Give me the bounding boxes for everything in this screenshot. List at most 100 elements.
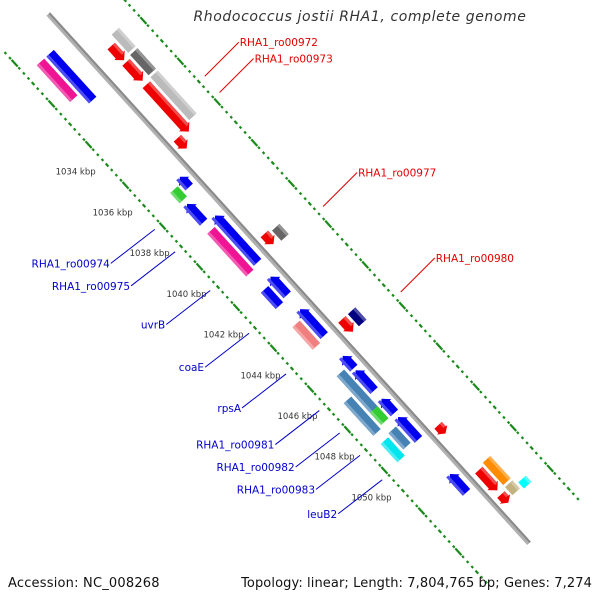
gene-body[interactable] <box>338 316 354 332</box>
label-leader-line <box>219 58 254 93</box>
gene-feature[interactable] <box>518 475 532 489</box>
tick-mark-forward <box>229 115 233 119</box>
gene-feature[interactable] <box>176 176 193 191</box>
gene-label[interactable]: RHA1_ro00974 <box>32 258 111 270</box>
gene-feature[interactable] <box>207 227 254 277</box>
gene-body[interactable] <box>342 355 358 372</box>
gene-body[interactable] <box>299 309 328 339</box>
tick-mark-reverse <box>299 377 303 381</box>
gene-feature[interactable] <box>339 355 358 372</box>
gene-body[interactable] <box>142 81 190 132</box>
gene-feature[interactable] <box>266 276 291 299</box>
gene-feature[interactable] <box>475 466 498 491</box>
gene-label[interactable]: RHA1_ro00977 <box>358 168 436 180</box>
gene-feature[interactable] <box>260 230 275 245</box>
gene-body[interactable] <box>347 307 367 327</box>
gene-feature[interactable] <box>380 437 405 463</box>
tick-mark-forward <box>435 342 444 351</box>
gene-body[interactable] <box>130 48 156 76</box>
gene-feature[interactable] <box>183 203 208 226</box>
tick-mark-forward <box>275 166 280 170</box>
gene-feature[interactable] <box>150 70 197 121</box>
gene-body[interactable] <box>355 370 378 394</box>
gene-body[interactable] <box>207 227 254 277</box>
tick-mark-forward <box>479 390 483 394</box>
gene-body[interactable] <box>270 276 291 299</box>
gene-body[interactable] <box>292 320 321 350</box>
gene-feature[interactable] <box>505 480 520 496</box>
gene-label[interactable]: coaE <box>179 362 204 374</box>
gene-body[interactable] <box>170 186 187 204</box>
gene-feature[interactable] <box>292 320 321 350</box>
gene-feature[interactable] <box>434 421 448 435</box>
gene-feature[interactable] <box>260 286 284 309</box>
gene-feature[interactable] <box>211 215 262 266</box>
gene-feature[interactable] <box>394 417 423 443</box>
gene-label[interactable]: leuB2 <box>307 509 337 521</box>
gene-body[interactable] <box>397 417 423 443</box>
gene-label[interactable]: RHA1_ro00975 <box>52 281 130 293</box>
gene-body[interactable] <box>214 215 262 266</box>
tick-mark-forward <box>261 151 266 155</box>
gene-body[interactable] <box>186 203 208 226</box>
gene-feature[interactable] <box>130 48 156 76</box>
gene-feature[interactable] <box>173 134 188 149</box>
gene-feature[interactable] <box>347 307 367 327</box>
gene-body[interactable] <box>36 58 78 102</box>
gene-body[interactable] <box>272 223 289 241</box>
tick-label: 1040 kbp <box>167 290 207 300</box>
gene-label[interactable]: uvrB <box>141 319 165 331</box>
gene-feature[interactable] <box>351 370 378 394</box>
gene-label[interactable]: RHA1_ro00983 <box>237 484 315 496</box>
tick-mark-reverse <box>193 259 197 264</box>
gene-highlight <box>480 466 498 485</box>
gene-feature[interactable] <box>272 223 289 241</box>
tick-mark-forward <box>571 492 575 496</box>
gene-body[interactable] <box>111 27 136 53</box>
gene-label[interactable]: rpsA <box>217 403 241 415</box>
gene-body[interactable] <box>505 480 520 496</box>
gene-feature[interactable] <box>111 27 136 53</box>
gene-body[interactable] <box>482 456 511 486</box>
gene-feature[interactable] <box>446 474 471 496</box>
gene-body[interactable] <box>46 49 97 104</box>
gene-body[interactable] <box>150 70 197 121</box>
gene-label[interactable]: RHA1_ro00981 <box>196 440 274 452</box>
gene-label[interactable]: RHA1_ro00982 <box>216 462 294 474</box>
gene-body[interactable] <box>380 437 405 463</box>
gene-feature[interactable] <box>497 491 511 504</box>
gene-body[interactable] <box>122 59 144 81</box>
tick-mark-reverse <box>437 529 443 534</box>
gene-feature[interactable] <box>343 396 381 436</box>
gene-feature[interactable] <box>170 186 187 204</box>
tick-mark-forward <box>409 314 414 318</box>
gene-feature[interactable] <box>338 316 354 332</box>
gene-body[interactable] <box>475 466 498 491</box>
gene-feature[interactable] <box>296 309 328 339</box>
gene-highlight <box>211 216 257 266</box>
gene-feature[interactable] <box>46 49 97 104</box>
gene-feature[interactable] <box>122 59 144 81</box>
gene-label[interactable]: RHA1_ro00973 <box>255 54 333 66</box>
gene-body[interactable] <box>370 406 389 425</box>
gene-feature[interactable] <box>482 456 511 486</box>
gene-feature[interactable] <box>377 398 399 417</box>
tick-mark-reverse <box>128 188 132 193</box>
gene-feature[interactable] <box>388 426 411 450</box>
gene-feature[interactable] <box>36 58 78 102</box>
tick-mark-reverse <box>248 321 253 325</box>
gene-body[interactable] <box>107 42 125 61</box>
gene-label[interactable]: RHA1_ro00972 <box>240 37 318 49</box>
gene-body[interactable] <box>343 396 381 436</box>
gene-body[interactable] <box>449 474 471 496</box>
tick-mark-reverse <box>17 66 21 71</box>
gene-body[interactable] <box>380 398 399 417</box>
tick-mark-forward <box>543 461 548 466</box>
gene-feature[interactable] <box>142 81 190 132</box>
gene-body[interactable] <box>260 286 284 309</box>
gene-body[interactable] <box>388 426 411 450</box>
gene-feature[interactable] <box>107 42 125 61</box>
gene-label[interactable]: RHA1_ro00980 <box>436 253 514 265</box>
gene-feature[interactable] <box>370 406 389 425</box>
